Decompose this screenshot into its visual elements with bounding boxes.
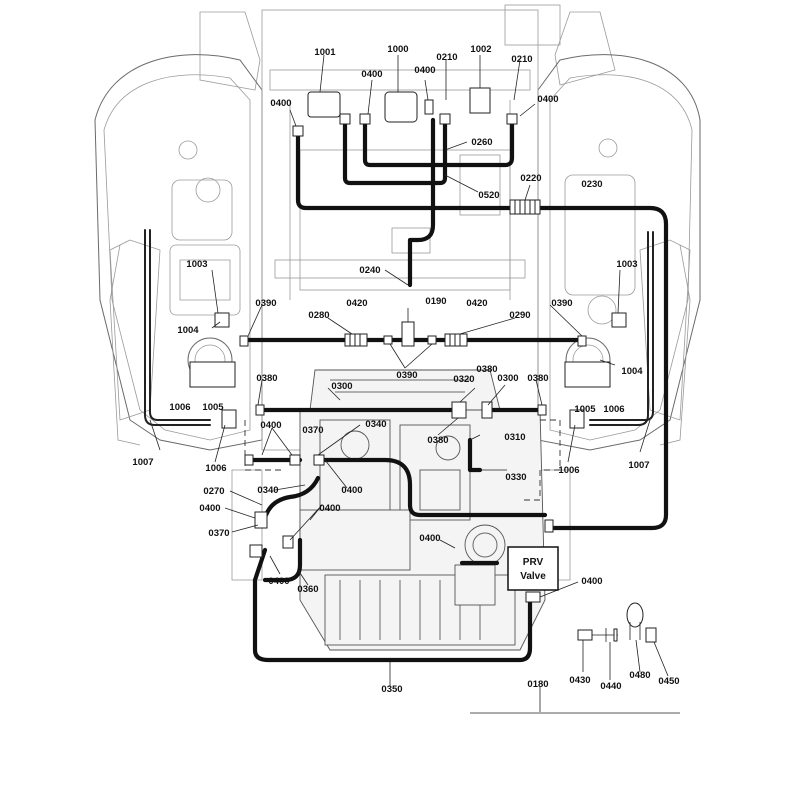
callout-0210-a: 0210 — [436, 52, 457, 63]
part-callouts: 1001 1000 1002 0210 0210 0400 0400 0400 … — [132, 44, 679, 695]
callout-0320: 0320 — [453, 374, 474, 385]
callout-0390-left: 0390 — [255, 298, 276, 309]
callout-0300-right: 0300 — [497, 373, 518, 384]
loose-parts — [470, 602, 680, 714]
callout-0390-center: 0390 — [396, 370, 417, 381]
side-pipes — [144, 229, 654, 426]
callout-1005-left: 1005 — [202, 402, 224, 413]
callout-0400-prv-below: 0400 — [581, 576, 602, 587]
callout-0230: 0230 — [581, 179, 602, 190]
callout-0440: 0440 — [600, 681, 621, 692]
callout-1004-left: 1004 — [177, 325, 199, 336]
callout-0290: 0290 — [509, 310, 530, 321]
callout-0400-mid-center: 0400 — [341, 485, 362, 496]
callout-0400-mid-left: 0400 — [260, 420, 281, 431]
callout-0240: 0240 — [359, 265, 380, 276]
callout-0400-right: 0400 — [537, 94, 558, 105]
callout-1003-right: 1003 — [616, 259, 637, 270]
callout-0370-mid: 0370 — [302, 425, 323, 436]
callout-0210-b: 0210 — [511, 54, 532, 65]
callout-0380-right-2: 0380 — [527, 373, 548, 384]
callout-1007-right: 1007 — [628, 460, 649, 471]
callout-1005-right: 1005 — [574, 404, 596, 415]
callout-0180: 0180 — [527, 679, 548, 690]
callout-0380-mid: 0380 — [427, 435, 448, 446]
callout-0400-top-1: 0400 — [361, 69, 382, 80]
callout-1006-left-b: 1006 — [205, 463, 226, 474]
callout-0280: 0280 — [308, 310, 329, 321]
callout-0400-prv: 0400 — [419, 533, 440, 544]
callout-0220: 0220 — [520, 173, 541, 184]
callout-0430: 0430 — [569, 675, 590, 686]
callout-1004-right: 1004 — [621, 366, 643, 377]
callout-0270: 0270 — [203, 486, 224, 497]
callout-0420-right: 0420 — [466, 298, 487, 309]
callout-1001: 1001 — [314, 47, 336, 58]
callout-0330: 0330 — [505, 472, 526, 483]
callout-0380-left: 0380 — [256, 373, 277, 384]
callout-0340-bottom: 0340 — [257, 485, 278, 496]
callout-0300-left: 0300 — [331, 381, 352, 392]
callout-1006-left-a: 1006 — [169, 402, 190, 413]
callout-0380-right-1: 0380 — [476, 364, 497, 375]
callout-0450: 0450 — [658, 676, 679, 687]
callout-0190: 0190 — [425, 296, 446, 307]
callout-0480: 0480 — [629, 670, 650, 681]
callout-1002: 1002 — [470, 44, 491, 55]
prv-valve: PRV Valve — [507, 546, 559, 591]
callout-0310: 0310 — [504, 432, 525, 443]
prv-label-line2: Valve — [520, 571, 546, 582]
callout-1003-left: 1003 — [186, 259, 207, 270]
callout-0260: 0260 — [471, 137, 492, 148]
prv-label-line1: PRV — [523, 557, 544, 568]
callout-0400-top-2: 0400 — [414, 65, 435, 76]
dashed-guard-outline — [244, 419, 561, 501]
callout-0400-lower-left: 0400 — [199, 503, 220, 514]
callout-1006-right-a: 1006 — [603, 404, 624, 415]
callout-0400-lower-mid: 0400 — [319, 503, 340, 514]
hoses — [245, 117, 669, 663]
callout-0350: 0350 — [381, 684, 402, 695]
callout-0420-left: 0420 — [346, 298, 367, 309]
callout-0400-bottom-left: 0400 — [268, 576, 289, 587]
callout-0390-right: 0390 — [551, 298, 572, 309]
callout-0360: 0360 — [297, 584, 318, 595]
callout-0520: 0520 — [478, 190, 499, 201]
leader-lines — [149, 54, 669, 712]
callout-0370-lower: 0370 — [208, 528, 229, 539]
callout-0340-top: 0340 — [365, 419, 386, 430]
callout-1000: 1000 — [387, 44, 408, 55]
callout-0400-left: 0400 — [270, 98, 291, 109]
callout-1006-right-b: 1006 — [558, 465, 579, 476]
callout-1007-left: 1007 — [132, 457, 153, 468]
